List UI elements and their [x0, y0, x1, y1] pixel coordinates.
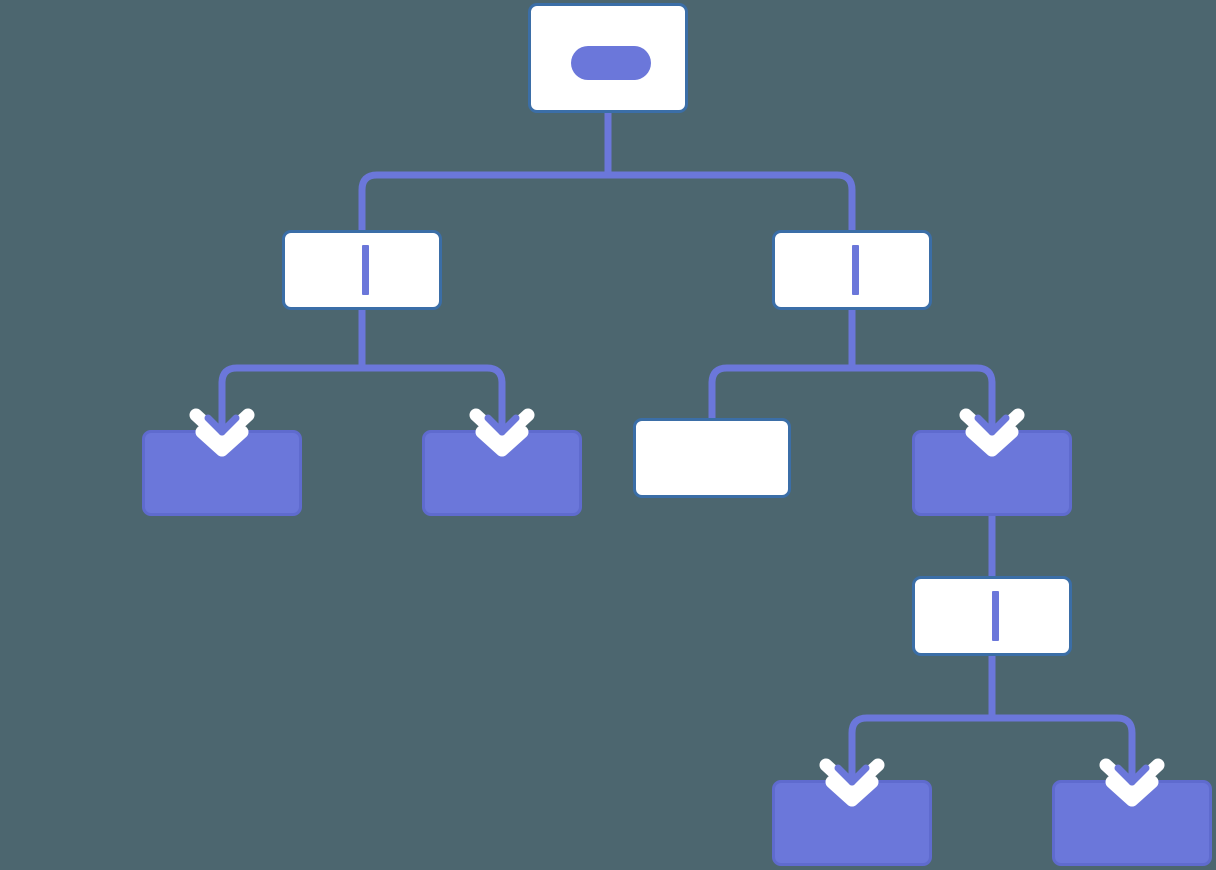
- level5-left-node[interactable]: [772, 780, 932, 866]
- level2-left-node[interactable]: [282, 230, 442, 310]
- level4-node-connector-stub: [991, 591, 999, 641]
- level3-node-b[interactable]: [422, 430, 582, 516]
- level2-right-node-connector-stub: [851, 245, 859, 295]
- level3-node-a[interactable]: [142, 430, 302, 516]
- level4-node[interactable]: [912, 576, 1072, 656]
- level2-left-node-connector-stub: [361, 245, 369, 295]
- level3-node-d[interactable]: [912, 430, 1072, 516]
- root-pill-badge: [571, 46, 651, 80]
- level3-node-c[interactable]: [633, 418, 791, 498]
- root-node[interactable]: [528, 3, 688, 113]
- level2-right-node[interactable]: [772, 230, 932, 310]
- level5-right-node[interactable]: [1052, 780, 1212, 866]
